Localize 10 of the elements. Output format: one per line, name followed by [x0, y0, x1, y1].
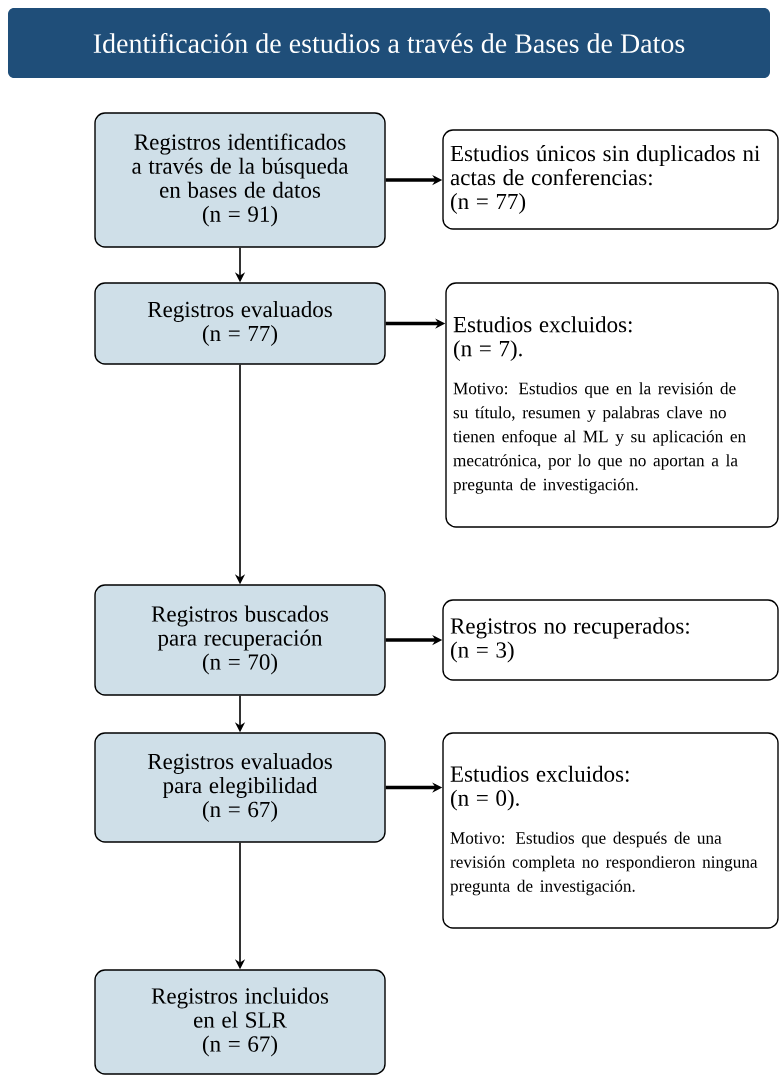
process-box: Registros evaluados para elegibilidad (n = 67) [94, 732, 386, 843]
title-banner: Identificación de estudios a través de Bases de Datos [8, 8, 770, 78]
process-box: Registros identificados a través de la búsqueda en bases de datos (n = 91) [94, 112, 386, 248]
result-box: Estudios excluidos: (n = 7). Motivo: Estudios que en la revisión de su título, resumen y palabras clave no tienen enfoque al ML y su aplicación en mecatrónica, por lo que no aportan a la pregunta de investigación. [445, 282, 779, 528]
process-box: Registros evaluados (n = 77) [94, 282, 386, 365]
result-box: Registros no recuperados: (n = 3) [442, 599, 779, 681]
process-box: Registros incluidos en el SLR (n = 67) [94, 969, 386, 1075]
process-box: Registros buscados para recuperación (n = 70) [94, 584, 386, 696]
result-box: Estudios excluidos: (n = 0). Motivo: Estudios que después de una revisión completa no respondieron ninguna pregunta de investigación. [442, 732, 779, 929]
result-box: Estudios únicos sin duplicados ni actas de conferencias: (n = 77) [442, 129, 779, 230]
